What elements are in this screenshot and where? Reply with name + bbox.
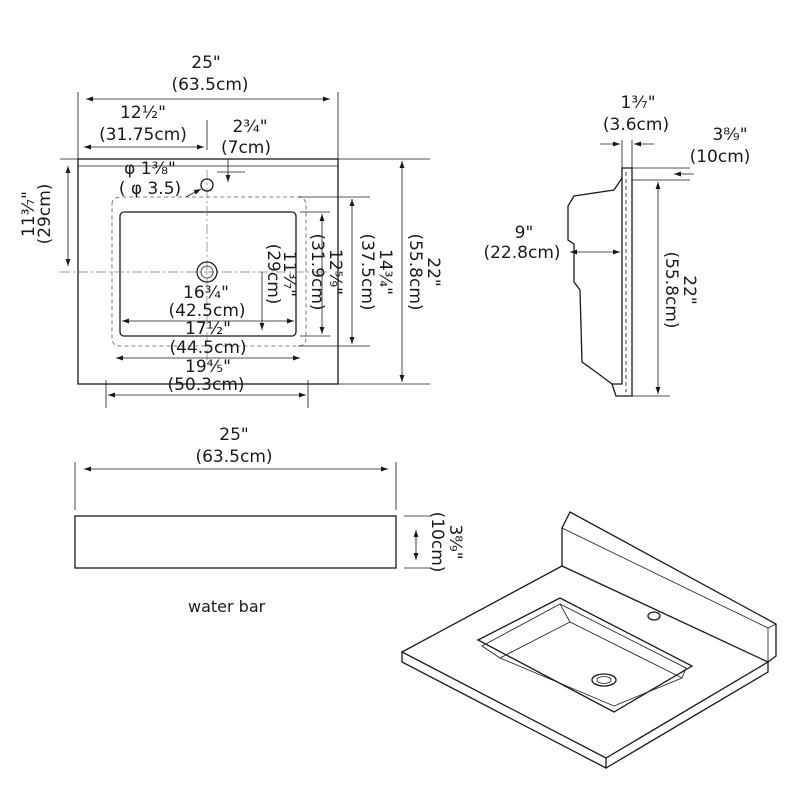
hole-offset-cm: (7cm): [221, 138, 271, 158]
top-half-width-in: 12½": [120, 103, 166, 123]
outer-sink-width-in: 19⅘": [185, 357, 231, 377]
water-bar-view: 25" (63.5cm) (10cm) 3⁸⁄₉" water bar: [74, 425, 465, 616]
sink-depth-in: 12⁵⁄₉": [325, 249, 345, 295]
side-sink-profile: [567, 177, 623, 385]
iso-countertop: [400, 565, 770, 759]
side-slab: [611, 167, 633, 397]
sink-depth-cm: (31.9cm): [307, 233, 327, 310]
sink-width-cm: (44.5cm): [169, 338, 246, 358]
water-bar: [74, 515, 397, 569]
side-overall-depth-cm: (55.8cm): [661, 251, 681, 328]
outer-sink-width-cm: (50.3cm): [167, 375, 244, 395]
side-backsplash-cm: (10cm): [690, 147, 751, 167]
side-bowl-depth-cm: (22.8cm): [483, 243, 560, 263]
water-bar-height-cm: (10cm): [427, 512, 447, 573]
overall-depth-in: 22": [423, 257, 443, 286]
bowl-width-cm: (42.5cm): [168, 301, 245, 321]
iso-faucet-hole: [647, 611, 661, 621]
bowl-depth-cm: (29cm): [263, 244, 283, 305]
overall-depth-cm: (55.8cm): [405, 233, 425, 310]
drain-from-back-in: 11³⁄₇": [19, 191, 39, 237]
bowl-depth-in: 11³⁄₇": [279, 251, 299, 297]
hole-diameter-in: φ 1⅜": [124, 159, 176, 179]
sink-width-in: 17½": [185, 319, 231, 339]
sink-outer-rim: [111, 196, 307, 347]
faucet-hole: [200, 178, 214, 192]
iso-drain: [591, 673, 617, 687]
side-backsplash-in: 3⁸⁄₉": [712, 125, 747, 145]
drain: [196, 261, 218, 283]
hole-diameter-cm: ( φ 3.5): [119, 179, 181, 199]
side-bowl-depth-in: 9": [515, 223, 534, 243]
outer-sink-depth-cm: (37.5cm): [357, 233, 377, 310]
side-view: 1³⁄₇" (3.6cm) 3⁸⁄₉" (10cm) 9" (22.8cm) (…: [483, 93, 751, 397]
sink-bowl: [119, 211, 297, 337]
water-bar-height-in: 3⁸⁄₉": [445, 524, 465, 559]
iso-sink-opening: [476, 597, 694, 713]
top-overall-width-cm: (63.5cm): [171, 75, 248, 95]
water-bar-width-in: 25": [219, 425, 248, 445]
drain-from-back-cm: (29cm): [35, 184, 55, 245]
side-thickness-cm: (3.6cm): [603, 115, 669, 135]
side-thickness-in: 1³⁄₇": [620, 93, 655, 113]
bowl-width-in: 16¾": [183, 283, 229, 303]
water-bar-width-cm: (63.5cm): [195, 447, 272, 467]
top-view: 25" (63.5cm) 12½" (31.75cm) 2¾" (7cm) φ …: [19, 53, 443, 408]
iso-backsplash: [561, 511, 777, 663]
hole-offset-in: 2¾": [232, 117, 267, 137]
side-overall-depth-in: 22": [679, 275, 699, 304]
top-half-width-cm: (31.75cm): [99, 125, 187, 145]
water-bar-caption: water bar: [188, 597, 266, 616]
isometric-view: [400, 511, 777, 770]
top-overall-width-in: 25": [191, 53, 220, 73]
outer-sink-depth-in: 14¾": [375, 249, 395, 295]
